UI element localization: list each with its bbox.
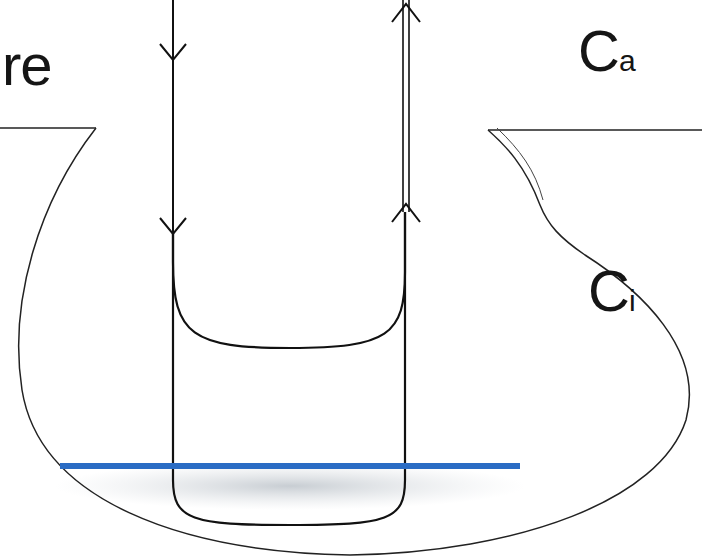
region-label: Ci	[588, 262, 635, 320]
flow-line	[402, 0, 404, 212]
inner-loop	[173, 212, 405, 348]
region-label: Ca	[578, 22, 635, 80]
arrow-up	[392, 204, 420, 222]
ground-line	[0, 127, 96, 128]
vessel-outline	[19, 128, 690, 555]
region-label: re	[2, 36, 52, 94]
outer-loop	[173, 212, 405, 525]
flow-line	[408, 0, 410, 212]
arrow-up	[392, 4, 420, 22]
vessel-rim	[497, 128, 543, 200]
arrow-down	[160, 218, 186, 234]
flow-line	[172, 0, 174, 232]
arrow-down	[160, 44, 186, 60]
shadow	[55, 462, 525, 510]
ground-line	[488, 129, 702, 130]
level-line	[60, 463, 520, 469]
